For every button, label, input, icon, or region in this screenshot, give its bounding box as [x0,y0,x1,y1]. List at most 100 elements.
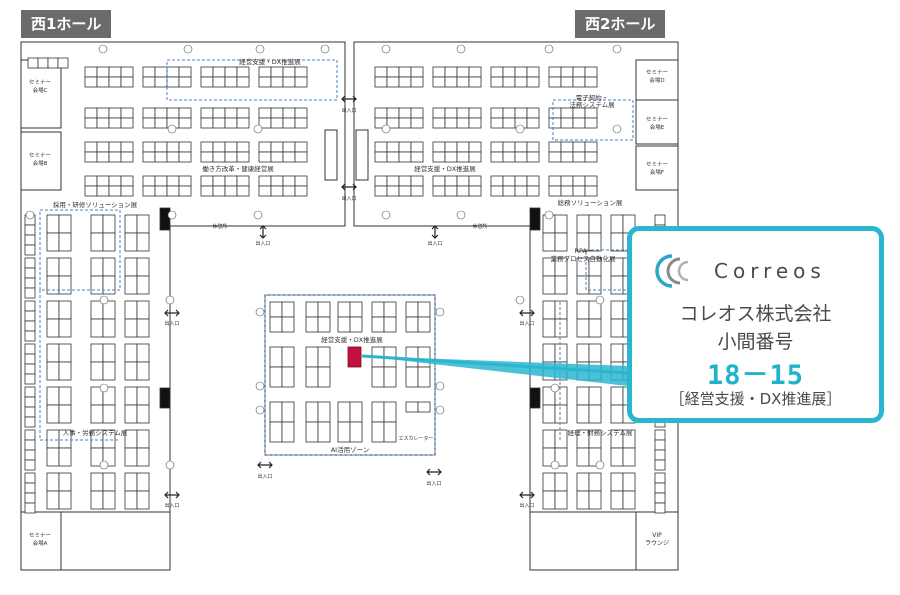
booth [108,185,122,197]
booth [46,300,60,320]
dash-zone [264,294,436,456]
booth [576,214,590,234]
booth [654,429,666,441]
booth [584,107,598,119]
booth [269,346,283,368]
pillar-dot [456,210,466,220]
booth [124,490,138,510]
booth [281,421,295,443]
booth [47,57,59,69]
booth [374,141,388,153]
room-label: セミナー [646,161,668,168]
booth [46,447,60,467]
booth [102,343,116,363]
booth [398,151,412,163]
booth [24,310,36,322]
center-top-2 [337,301,363,333]
booth [468,107,482,119]
w1-left-col-0 [24,214,36,256]
w1-left-col-6 [24,472,36,514]
pillar-block [529,207,541,231]
booth-callout: Correos コレオス株式会社 小間番号 18－15 ［経営支援・DX推進展］ [627,226,884,423]
booth [514,76,528,88]
booth [526,141,540,153]
booth [490,66,504,78]
booth [282,141,296,153]
w1-left-d-3 [124,343,150,381]
dash-zone [552,99,634,141]
booth [46,490,60,510]
w1-left-b-1 [46,257,72,295]
correos-logo-icon [655,254,689,288]
booth [46,343,60,363]
booth [24,416,36,428]
booth [282,151,296,163]
booth [224,151,238,163]
booth [212,117,226,129]
booth [317,366,331,388]
booth [576,300,590,320]
booth [398,76,412,88]
booth [46,232,60,252]
w1-left-d-5 [124,429,150,467]
booth [410,151,424,163]
booth [282,175,296,187]
center-mid-3 [405,346,431,388]
booth [410,76,424,88]
booth [317,401,331,423]
booth [102,257,116,277]
booth [270,117,284,129]
booth [154,175,168,187]
center-low-1 [337,401,363,443]
booth [542,490,556,510]
pillar-dot [255,307,265,317]
booth [654,472,666,484]
booth [108,117,122,129]
booth [46,429,60,449]
booth [124,343,138,363]
booth [136,275,150,295]
entrance-arrow [426,468,442,476]
booth [610,404,624,424]
booth [258,151,272,163]
booth [282,107,296,119]
room-label: セミナー [29,79,51,86]
booth [542,404,556,424]
booth [548,151,562,163]
entrance-label: 出入口 [519,502,534,509]
booth [610,214,624,234]
booth [548,175,562,187]
booth [317,316,331,333]
booth [386,107,400,119]
booth-number-label: 小間番号 [717,331,794,353]
w1-block-r3-0 [84,141,134,163]
booth [84,175,98,187]
booth [236,76,250,88]
booth [124,232,138,252]
booth [120,107,134,119]
booth [24,234,36,246]
booth [410,185,424,197]
booth [610,318,624,338]
booth [269,366,283,388]
booth [281,346,295,368]
booth [410,66,424,78]
booth [654,459,666,471]
booth [24,439,36,451]
w2-block-r4-1 [432,175,482,197]
arrow [164,309,180,317]
arrow [259,225,267,239]
booth [236,185,250,197]
zone-label: 総務ソリューション展 [558,198,623,207]
booth [584,66,598,78]
booth [102,232,116,252]
booth [610,386,624,406]
booth [526,185,540,197]
pillar-dot [99,295,109,305]
booth [236,175,250,187]
pillar-dot [381,124,391,134]
booth [502,66,516,78]
entrance-label: 出入口 [255,240,270,247]
booth [554,300,568,320]
